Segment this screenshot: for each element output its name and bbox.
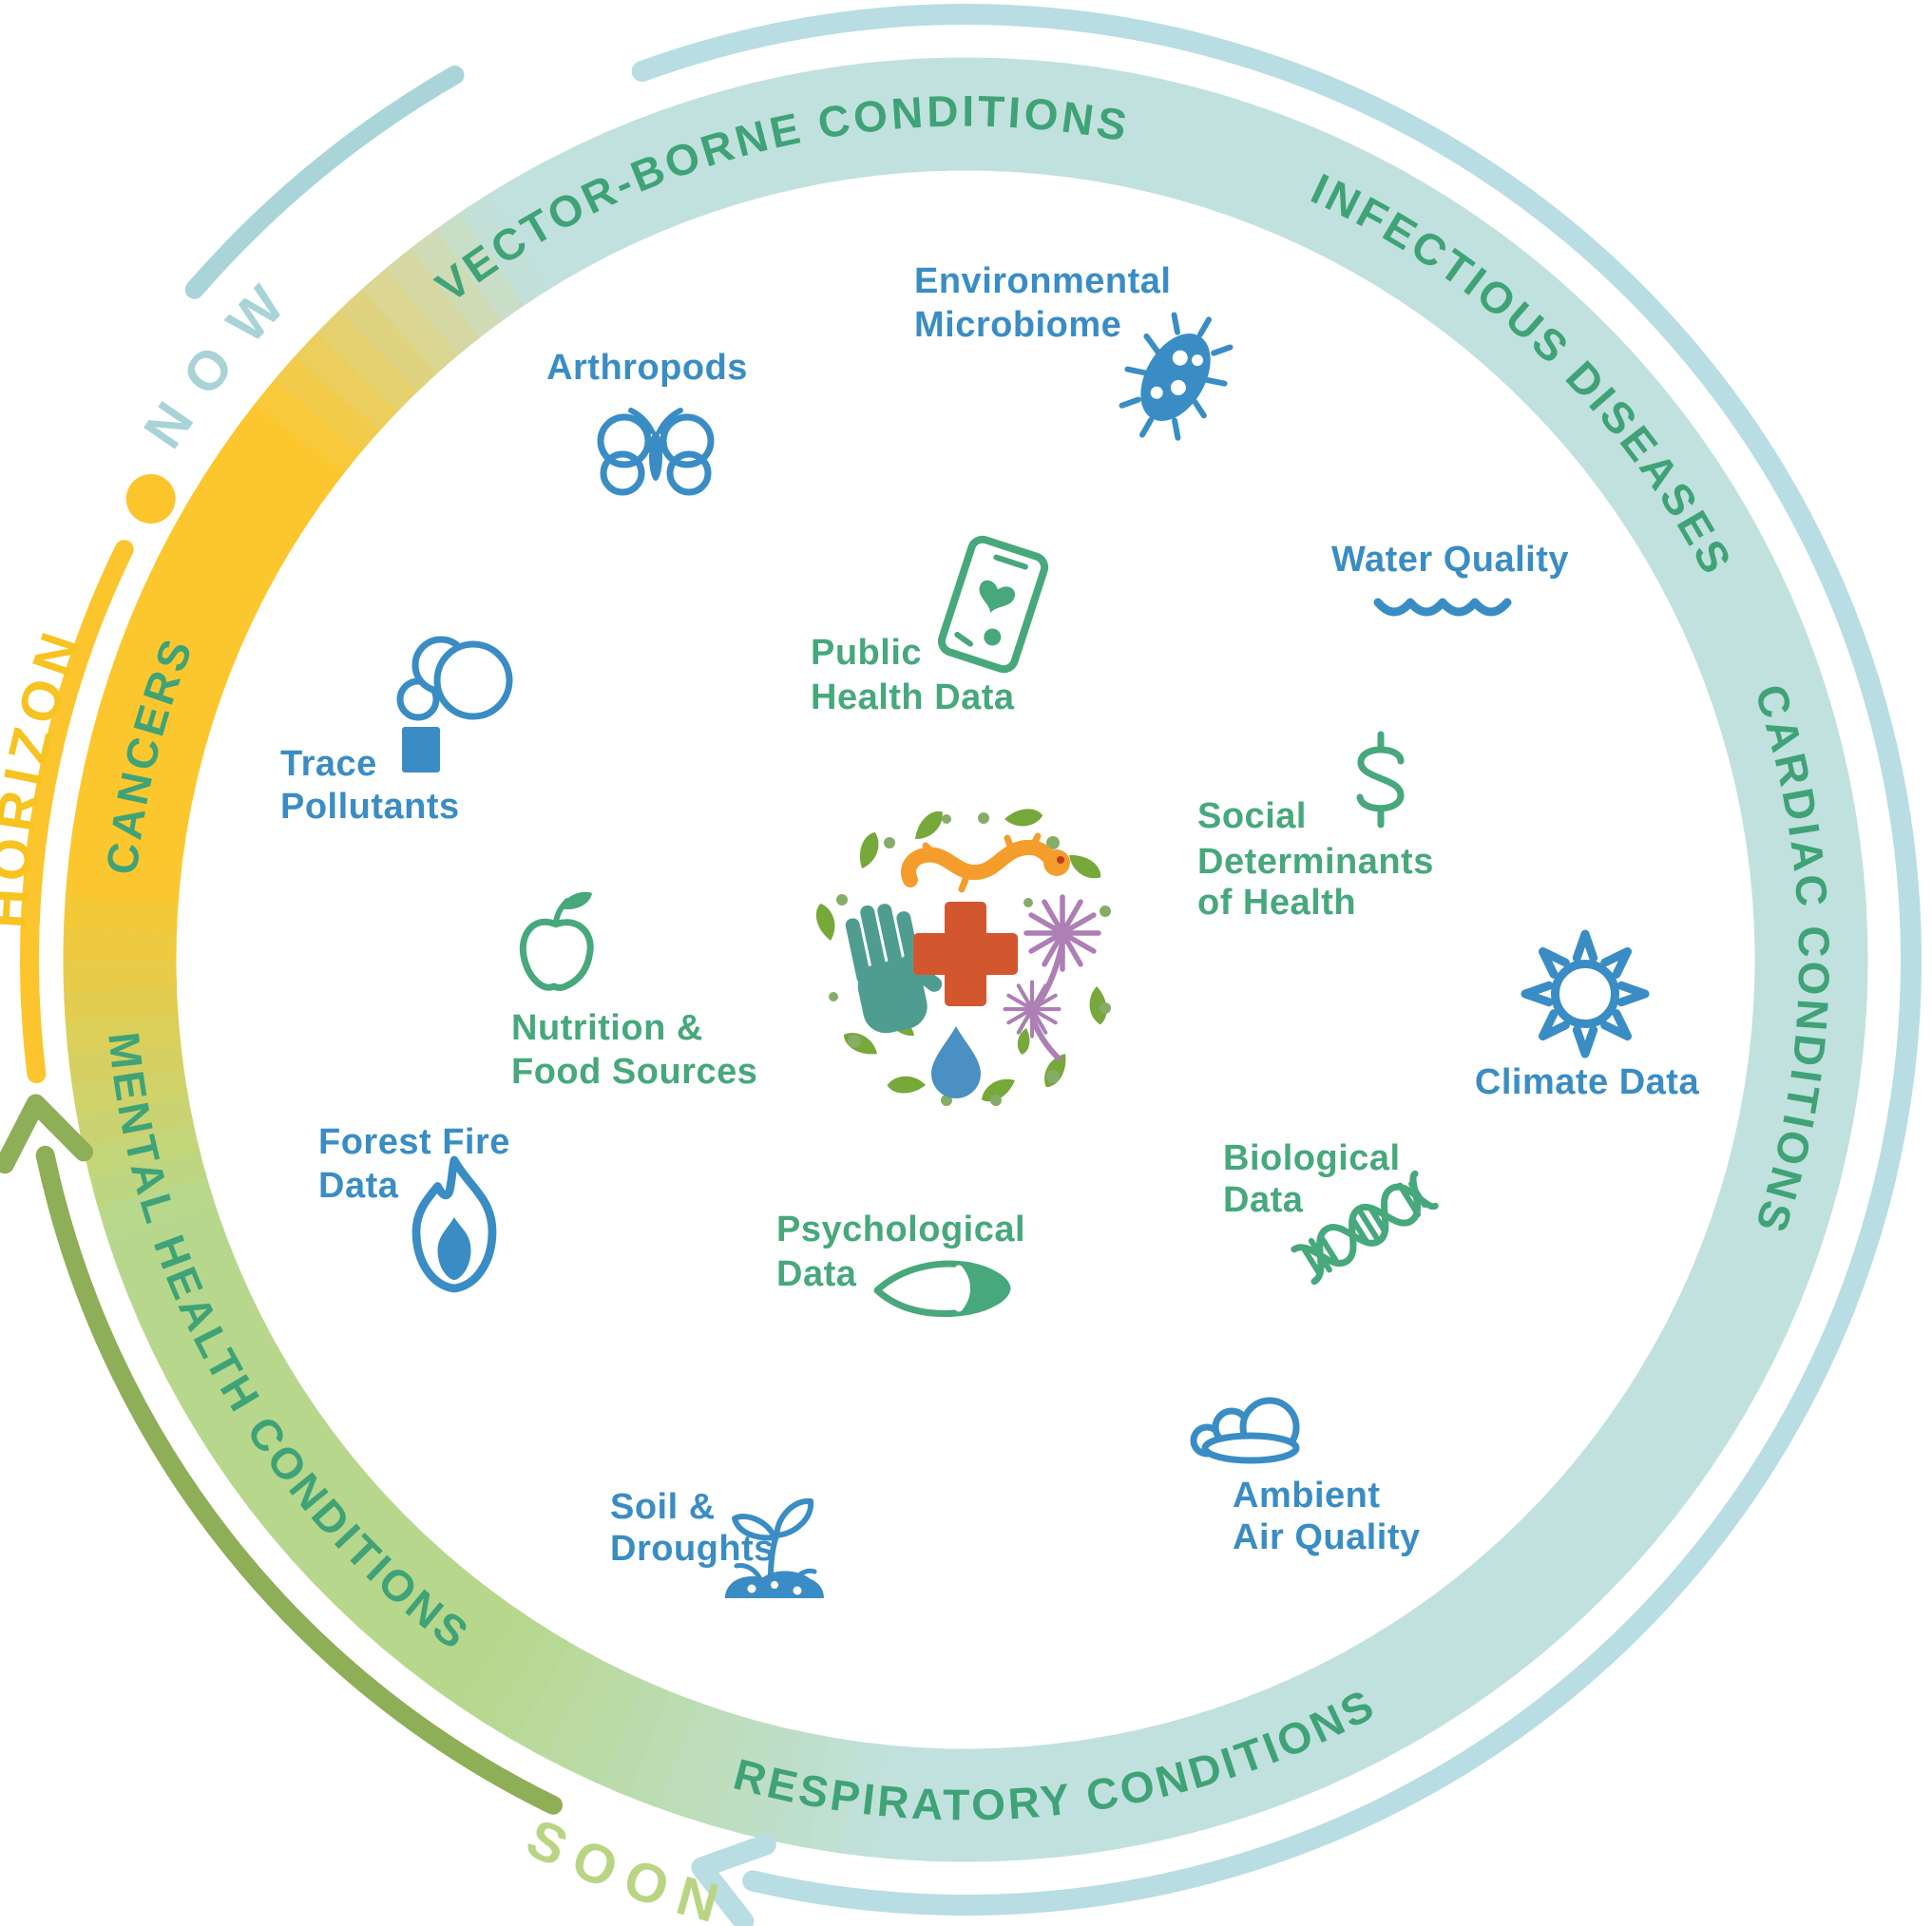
item-labels: Arthropods Environmental Microbiome Wate… [280,261,1699,1569]
label-ambient-air-1: Ambient [1233,1476,1381,1516]
label-social-determinants-3: of Health [1197,883,1356,923]
eye-icon [873,1260,1011,1317]
label-public-health-data-1: Public [811,633,922,673]
label-ambient-air-2: Air Quality [1233,1517,1421,1557]
dna-helix-icon [1291,1170,1439,1286]
label-arthropods: Arthropods [546,348,748,388]
label-trace-pollutants-2: Pollutants [280,787,460,827]
label-public-health-data-2: Health Data [811,677,1015,717]
item-icons [396,312,1650,1598]
label-biological-data-2: Data [1223,1180,1304,1220]
sun-icon [1521,929,1650,1058]
label-trace-pollutants-1: Trace [280,744,377,784]
medical-cross-icon [913,902,1018,1006]
mobile-phone-heart-icon [937,535,1049,674]
label-soil-droughts-1: Soil & [610,1487,716,1527]
label-environmental-microbiome-2: Microbiome [914,305,1121,345]
label-biological-data-1: Biological [1223,1138,1401,1178]
label-water-quality: Water Quality [1331,540,1569,580]
salamander-icon [901,832,1070,893]
label-forest-fire-2: Data [318,1166,399,1206]
timeline-arrows [0,4,1922,1926]
butterfly-icon [597,408,715,496]
sprout-icon [725,1497,824,1598]
water-drop-icon [931,1026,981,1098]
cloud-icon [1190,1397,1300,1464]
center-logo [813,803,1113,1106]
label-social-determinants-2: Determinants [1197,842,1434,882]
water-wave-icon [1373,598,1512,617]
label-climate-data: Climate Data [1475,1062,1700,1102]
microbe-icon [1119,312,1234,441]
coneflower-icon [1005,897,1100,1061]
apple-icon [519,891,594,991]
label-environmental-microbiome-1: Environmental [914,261,1171,301]
label-social-determinants-1: Social [1197,796,1307,836]
label-psychological-data-1: Psychological [776,1210,1025,1249]
smokestack-icon [396,636,513,772]
label-forest-fire-1: Forest Fire [318,1122,510,1162]
condition-ring [63,57,1868,1862]
label-psychological-data-2: Data [776,1254,857,1294]
label-nutrition-2: Food Sources [511,1052,757,1092]
dollar-sign-icon [1356,731,1405,829]
label-nutrition-1: Nutrition & [511,1008,703,1048]
flame-icon [411,1155,497,1293]
